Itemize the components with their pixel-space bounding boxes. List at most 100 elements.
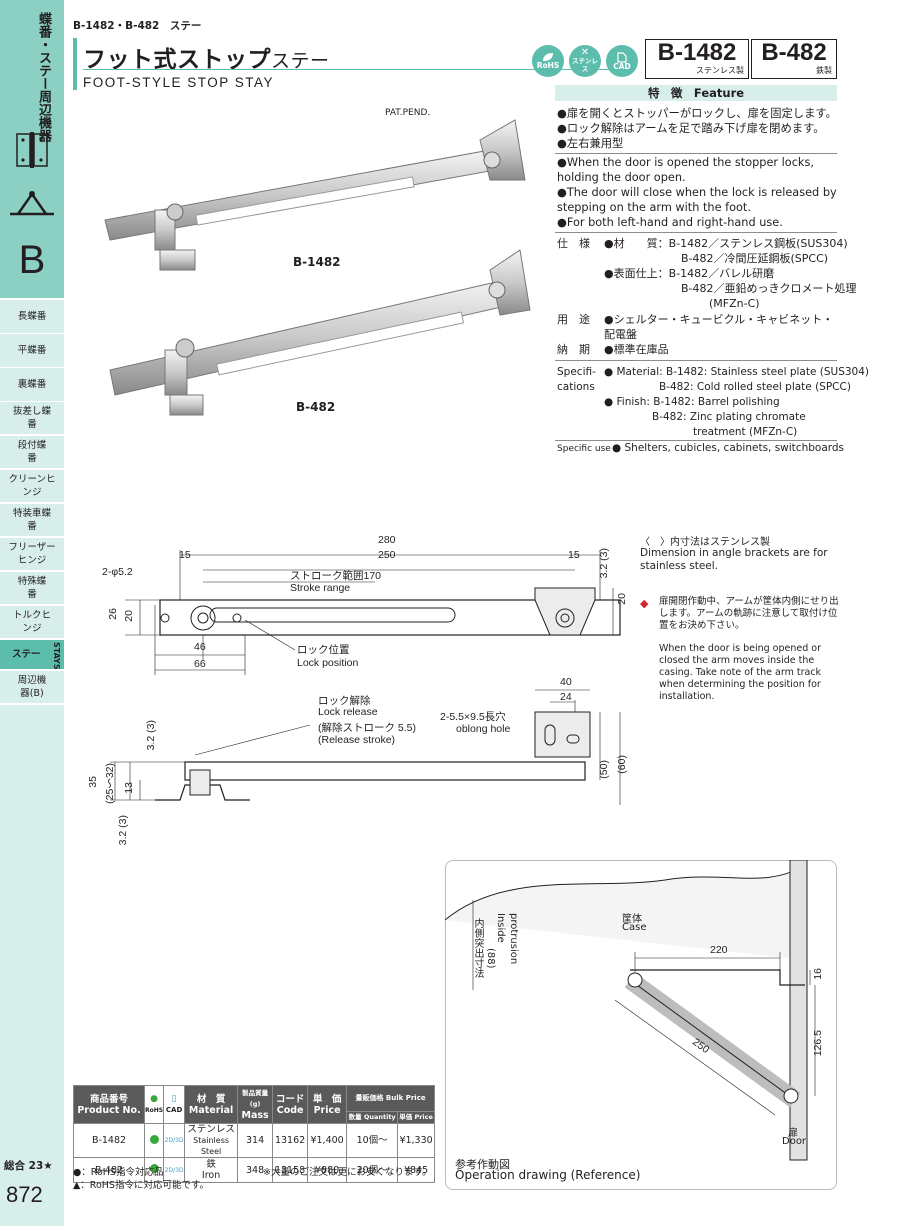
dim-66: 66 xyxy=(194,658,206,670)
spec-label: 仕 様 xyxy=(557,237,590,250)
sidebar-item-stays[interactable]: ステー xyxy=(0,640,64,670)
cell-qty: 20個〜 xyxy=(346,1157,399,1183)
dim-35: 35 xyxy=(87,776,99,788)
cell-code: 13158 xyxy=(272,1157,309,1183)
cell-price: ¥1,400 xyxy=(307,1123,348,1158)
note-bulk: ※大量のご注文は更にお安くなります。 xyxy=(263,1167,432,1178)
cad-icon xyxy=(617,51,627,63)
cad-label: CAD xyxy=(613,61,631,71)
warning-icon: ◆ xyxy=(640,597,649,610)
th-unit: 単価 Price xyxy=(397,1111,435,1124)
door-jp: 扉 xyxy=(788,1128,798,1139)
spec-divider xyxy=(555,232,837,233)
breadcrumb: B-1482・B-482 ステー xyxy=(73,20,202,32)
dim-3-2a: 3.2 (3) xyxy=(598,548,610,579)
th-rohs: ●RoHS xyxy=(143,1085,165,1124)
patent-pending: PAT.PEND. xyxy=(385,108,431,118)
case-en: Case xyxy=(622,922,647,933)
sidebar-item-liftoff-hinge[interactable]: 抜差し蝶番 xyxy=(0,402,64,435)
sidebar-item-back-hinge[interactable]: 裏蝶番 xyxy=(0,368,64,402)
page-number: 872 xyxy=(6,1182,43,1207)
sidebar-item-torque-hinge[interactable]: トルクヒンジ xyxy=(0,606,64,639)
dim-40: 40 xyxy=(560,676,572,688)
feature-en-2: ●The door will close when the lock is re… xyxy=(557,186,837,214)
dim-hole: 2-φ5.2 xyxy=(102,566,133,578)
sidebar-item-vehicle-hinge[interactable]: 特装車蝶番 xyxy=(0,504,64,537)
spec-en-4: B-482: Zinc plating chromate xyxy=(652,411,806,423)
door-en: Door xyxy=(782,1136,807,1147)
cell-bulk: ¥1,330 xyxy=(397,1123,435,1158)
use-label: 用 途 xyxy=(557,313,590,326)
use-en-label: Specific use xyxy=(557,444,611,454)
cell-rohs xyxy=(143,1157,165,1183)
lock-release-jp: ロック解除 xyxy=(318,695,371,707)
spec-finish-3: (MFZn-C) xyxy=(709,297,760,310)
sidebar-item-step-hinge[interactable]: 段付蝶番 xyxy=(0,436,64,469)
dim-3-2b: 3.2 (3) xyxy=(145,720,157,751)
rohs-dot xyxy=(149,1164,159,1173)
note-rohs-2: ▲：RoHS指令に対応可能です。 xyxy=(73,1180,210,1191)
spec-en-label-2: cations xyxy=(557,381,595,393)
op-dim-220: 220 xyxy=(710,944,728,956)
model-material: 鉄製 xyxy=(816,66,832,75)
model-code: B-482 xyxy=(761,39,827,66)
photo-label-b482: B-482 xyxy=(296,400,336,414)
operation-caption-en: Operation drawing (Reference) xyxy=(455,1168,641,1182)
inside-en-2: protrusion xyxy=(508,913,519,965)
sidebar-section-title: 蝶番・ステー周辺機器 xyxy=(36,12,51,142)
spec-material-1: ●材 質：B-1482／ステンレス鋼板(SUS304) xyxy=(604,237,848,250)
spec-en-1: ● Material: B-1482: Stainless steel plat… xyxy=(604,366,870,378)
spec-material-2: B-482／冷間圧延鋼板(SPCC) xyxy=(681,252,829,265)
sidebar-item-special-hinge[interactable]: 特殊蝶番 xyxy=(0,572,64,605)
sidebar-item-clean-hinge[interactable]: クリーンヒンジ xyxy=(0,470,64,503)
sidebar-item-long-hinge[interactable]: 長蝶番 xyxy=(0,300,64,334)
page-title: フット式ストップステー xyxy=(83,40,330,74)
sidebar-stays-en: STAYS xyxy=(52,642,61,670)
stay-b1482-image xyxy=(104,119,526,271)
sidebar-item-freezer-hinge[interactable]: フリーザーヒンジ xyxy=(0,538,64,571)
spec-finish-2: B-482／亜鉛めっきクロメート処理 xyxy=(681,282,857,295)
sidebar-item-flat-hinge[interactable]: 平蝶番 xyxy=(0,334,64,368)
slot-jp: 2-5.5×9.5長穴 xyxy=(440,711,506,723)
dim-60: (60) xyxy=(616,755,628,774)
th-mass: 製品質量(g)Mass xyxy=(237,1085,274,1124)
page-ref: 総合 23★ xyxy=(4,1160,53,1172)
dim-stroke-en: Stroke range xyxy=(290,582,351,594)
model-material: ステンレス製 xyxy=(696,66,744,75)
dim-20b: 20 xyxy=(616,593,628,605)
cell-mass: 314 xyxy=(237,1123,274,1158)
warning-en: When the door is being opened or closed … xyxy=(659,643,822,702)
lock-position-jp: ロック位置 xyxy=(297,644,350,656)
op-dim-16: 16 xyxy=(812,968,824,980)
dim-26: 26 xyxy=(107,608,119,620)
dim-50: (50) xyxy=(598,760,610,779)
feature-en-3: ●For both left-hand and right-hand use. xyxy=(557,216,783,229)
use-text: ●シェルター・キュービクル・キャビネット・配電盤 xyxy=(604,313,834,341)
spec-en-5: treatment (MFZn-C) xyxy=(693,426,798,438)
dim-250: 250 xyxy=(378,549,396,561)
cell-product: B-1482 xyxy=(73,1123,145,1158)
bracket-note-jp: 〈 〉内寸法はステンレス製 xyxy=(640,537,770,548)
use-en-divider xyxy=(555,440,837,441)
op-dim-126-5: 126.5 xyxy=(812,1030,824,1057)
dim-15a: 15 xyxy=(179,549,191,561)
cell-code: 13162 xyxy=(272,1123,309,1158)
dim-20a: 20 xyxy=(123,610,135,622)
cell-bulk: ¥845 xyxy=(397,1157,435,1183)
bracket-note-en: Dimension in angle brackets are for stai… xyxy=(640,547,828,572)
rohs-icon xyxy=(543,53,553,61)
dim-24: 24 xyxy=(560,691,572,703)
dim-3-2c: 3.2 (3) xyxy=(117,815,129,846)
photo-label-b1482: B-1482 xyxy=(293,255,341,269)
product-photo xyxy=(104,119,531,416)
cell-cad: 2D/3D xyxy=(163,1157,186,1183)
dim-280: 280 xyxy=(378,534,396,546)
rohs-dot xyxy=(149,1134,159,1144)
sidebar-item-peripherals[interactable]: 周辺機器(B) xyxy=(0,671,64,704)
title-accent xyxy=(73,38,77,90)
